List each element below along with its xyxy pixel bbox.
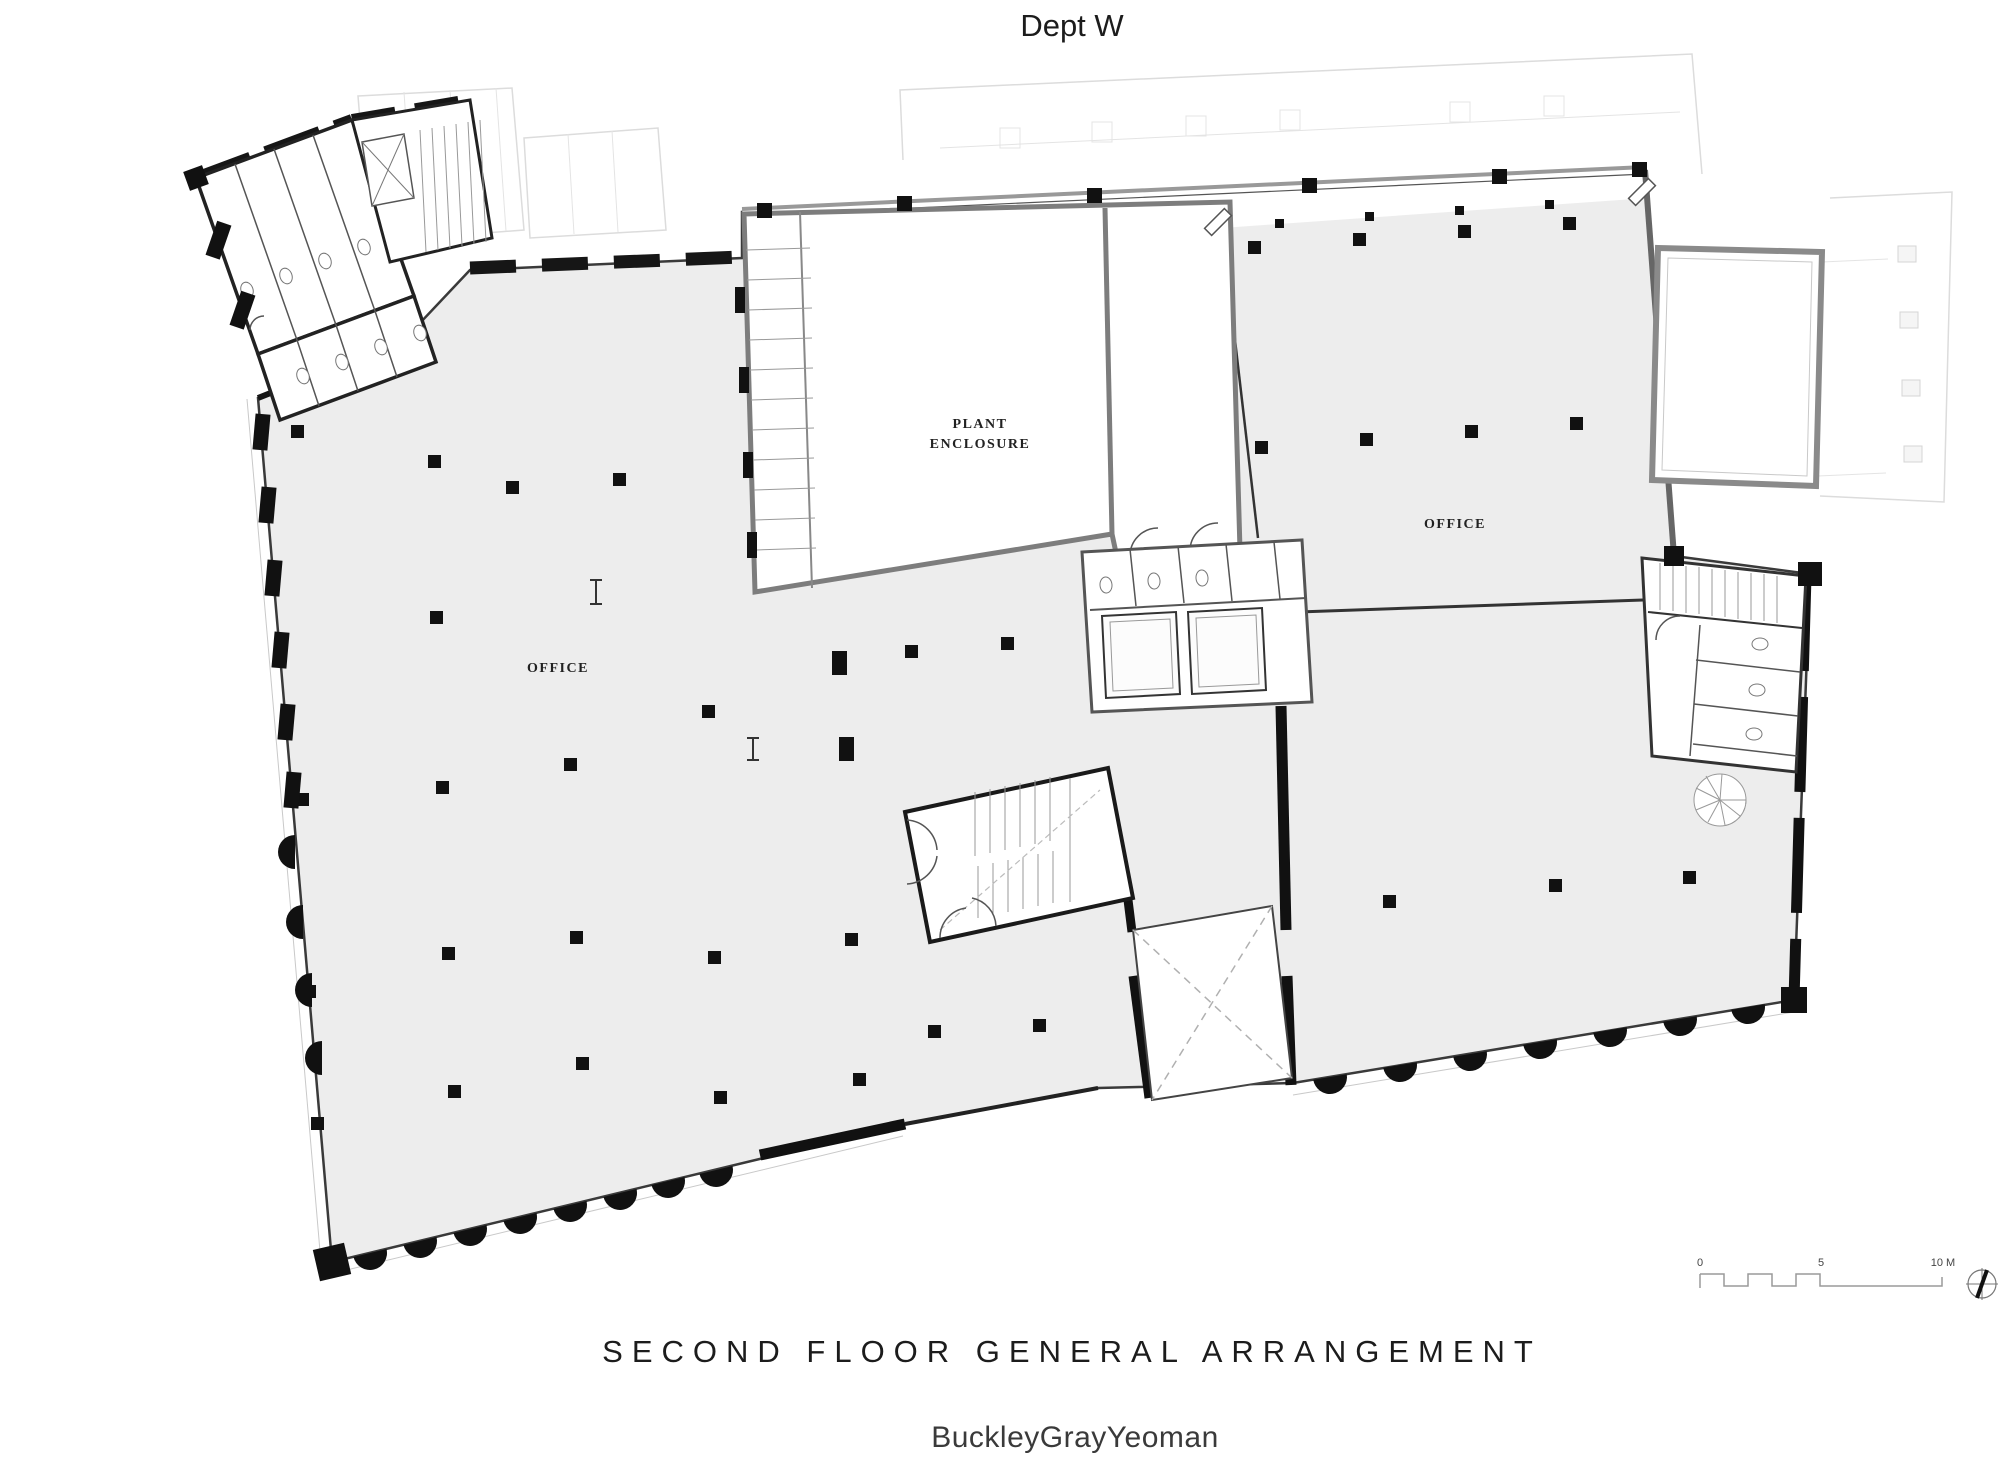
office-left-label: OFFICE — [527, 661, 589, 676]
flue-icon — [1203, 207, 1233, 237]
plant-enclosure-label-line1: PLANT — [953, 417, 1008, 432]
wc-dividers — [1129, 541, 1281, 607]
scale-five-label: 5 — [1818, 1257, 1824, 1269]
architect-firm-name: BuckleyGrayYeoman — [931, 1421, 1219, 1454]
facade-columns — [278, 835, 1765, 1270]
wall-piers — [183, 165, 1822, 1282]
detail-glyphs — [590, 177, 1657, 761]
central-stair-room — [902, 765, 1136, 945]
toilet-icon — [1195, 569, 1209, 587]
spiral-stair — [1693, 773, 1747, 827]
stair-treads — [1659, 563, 1778, 623]
stair-treads — [419, 119, 487, 253]
scale-ten-label: 10 M — [1931, 1257, 1955, 1269]
stall-dividers — [1692, 659, 1801, 757]
pole-icon — [747, 737, 759, 761]
toilet-icon — [1147, 572, 1161, 590]
sheet-title: Dept W — [1020, 8, 1124, 43]
pole-icon — [590, 579, 602, 605]
plant-enclosure-label-line2: ENCLOSURE — [930, 437, 1031, 452]
toilet-icon — [279, 267, 293, 285]
toilet-icon — [357, 238, 371, 256]
door-arc — [906, 819, 938, 851]
north-arrow-icon — [1966, 1268, 1998, 1300]
lift-core — [1080, 538, 1314, 714]
void-shaft — [1131, 904, 1294, 1102]
drawing-title: SECOND FLOOR GENERAL ARRANGEMENT — [602, 1334, 1542, 1369]
far-right-room — [1648, 244, 1826, 490]
door-arc — [971, 897, 997, 927]
scale-zero-label: 0 — [1697, 1257, 1703, 1269]
door-arc — [906, 855, 938, 885]
toilet-icon — [335, 353, 349, 371]
toilet-icon — [1745, 727, 1763, 741]
plant-enclosure-room: PLANT ENCLOSURE — [741, 199, 1243, 595]
toilet-icon — [374, 338, 388, 356]
plant-stair-treads — [745, 247, 817, 551]
toilet-icon — [413, 324, 427, 342]
stair-treads — [974, 777, 1071, 918]
neighbor-outlines — [357, 53, 1953, 503]
toilet-icon — [318, 252, 332, 270]
office-right-label: OFFICE — [1424, 517, 1486, 532]
scale-bar: 0 5 10 M — [1697, 1257, 1955, 1288]
toilet-icon — [1099, 576, 1113, 594]
door-arc — [1655, 615, 1681, 641]
lift-2 — [1186, 606, 1268, 696]
door-arc — [249, 315, 265, 331]
right-wc-block — [1640, 556, 1808, 774]
top-left-stair — [350, 98, 494, 264]
lift-1 — [1100, 610, 1182, 700]
structural-columns — [291, 162, 1696, 1130]
door-arc — [939, 907, 967, 939]
toilet-icon — [296, 367, 310, 385]
toilet-icon — [1751, 637, 1769, 651]
toilet-icon — [1748, 683, 1766, 697]
flue-icon — [1627, 177, 1657, 207]
